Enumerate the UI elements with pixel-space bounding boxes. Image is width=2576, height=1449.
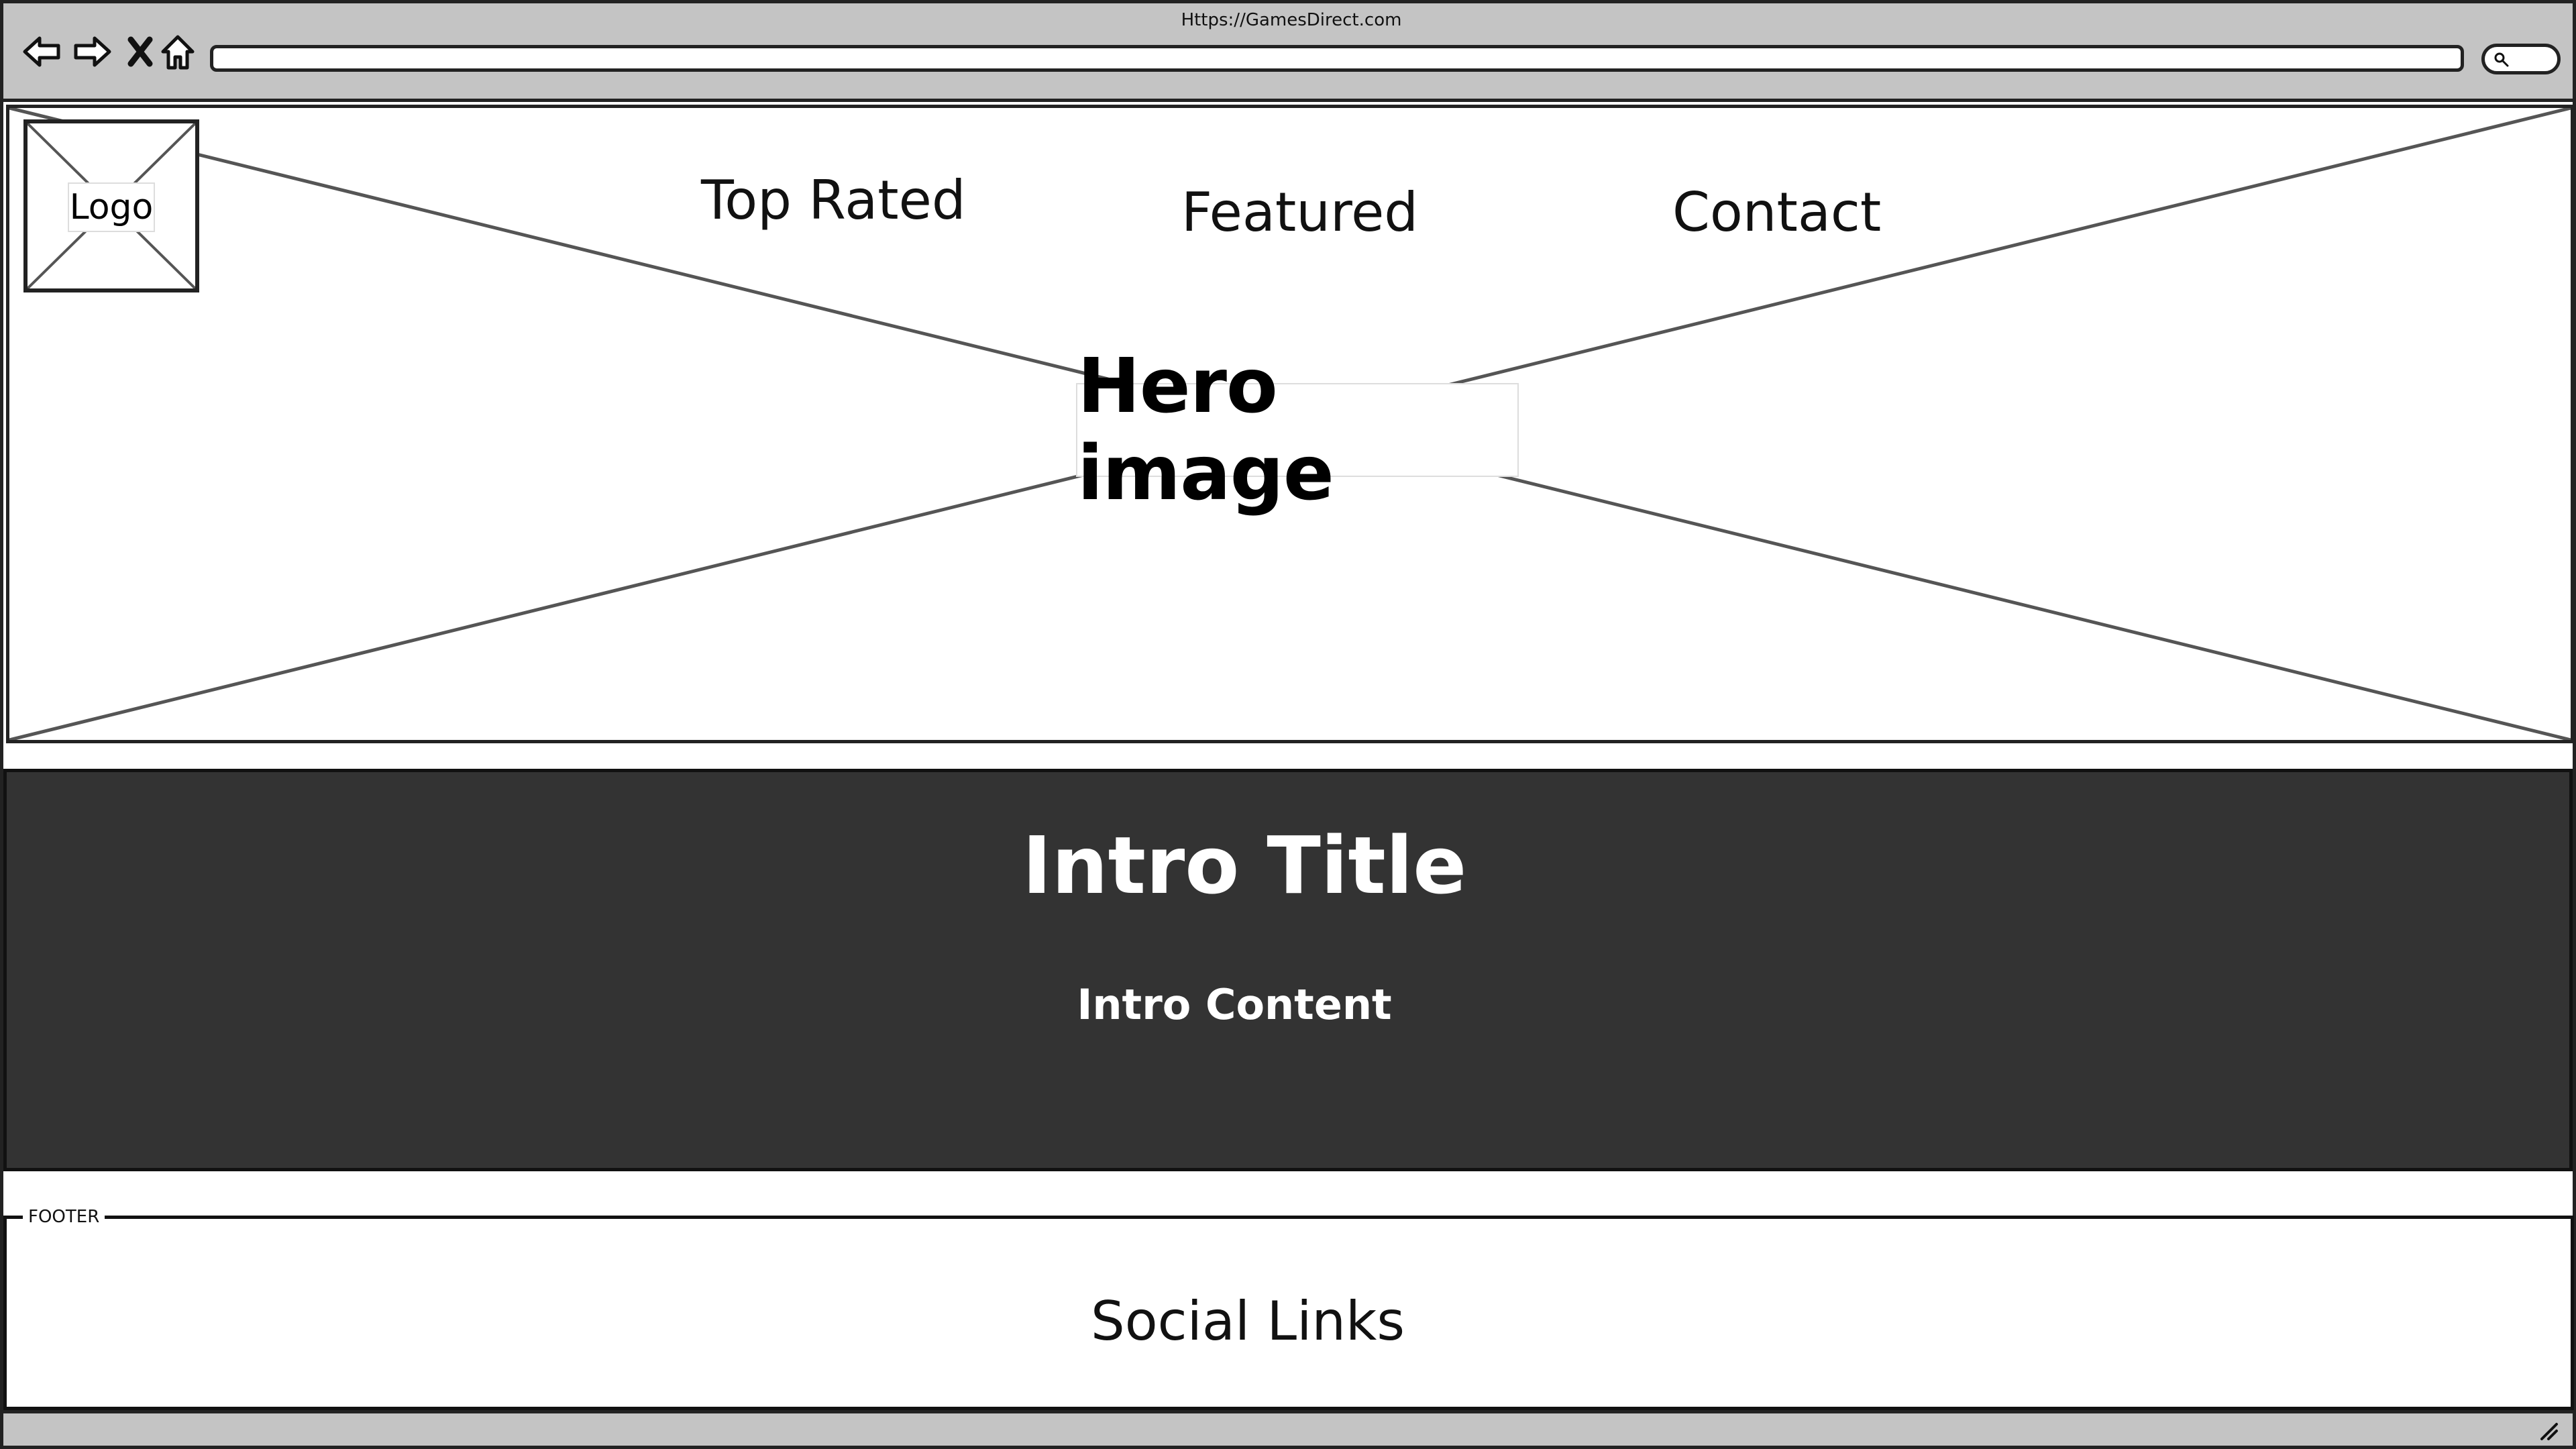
browser-status-bar bbox=[0, 1410, 2576, 1449]
search-icon bbox=[2494, 52, 2509, 67]
resize-grip-icon[interactable] bbox=[2536, 1419, 2559, 1442]
page-content: Hero image Logo Top Rated Featured Conta… bbox=[0, 102, 2576, 1410]
home-icon[interactable] bbox=[156, 30, 199, 73]
footer: FOOTER Social Links bbox=[3, 1207, 2574, 1410]
page-url-caption: Https://GamesDirect.com bbox=[1181, 10, 1402, 30]
logo-placeholder[interactable]: Logo bbox=[23, 119, 199, 292]
intro-content: Intro Content bbox=[1077, 980, 1392, 1029]
browser-toolbar: Https://GamesDirect.com bbox=[0, 0, 2576, 102]
close-icon[interactable] bbox=[119, 30, 162, 73]
footer-legend: FOOTER bbox=[23, 1207, 105, 1227]
nav-link-featured[interactable]: Featured bbox=[1181, 181, 1419, 244]
intro-title: Intro Title bbox=[1022, 819, 1467, 912]
intro-section: Intro Title Intro Content bbox=[3, 769, 2573, 1171]
address-bar[interactable] bbox=[210, 45, 2464, 72]
arrow-left-icon[interactable] bbox=[21, 30, 64, 73]
search-button[interactable] bbox=[2481, 44, 2561, 74]
hero-image-label: Hero image bbox=[1076, 343, 1519, 517]
social-links[interactable]: Social Links bbox=[1090, 1290, 1405, 1352]
logo-label: Logo bbox=[68, 182, 155, 232]
arrow-right-icon[interactable] bbox=[70, 30, 113, 73]
nav-link-contact[interactable]: Contact bbox=[1672, 181, 1882, 244]
nav-link-top-rated[interactable]: Top Rated bbox=[701, 169, 966, 231]
hero-image-placeholder: Hero image bbox=[6, 105, 2574, 743]
